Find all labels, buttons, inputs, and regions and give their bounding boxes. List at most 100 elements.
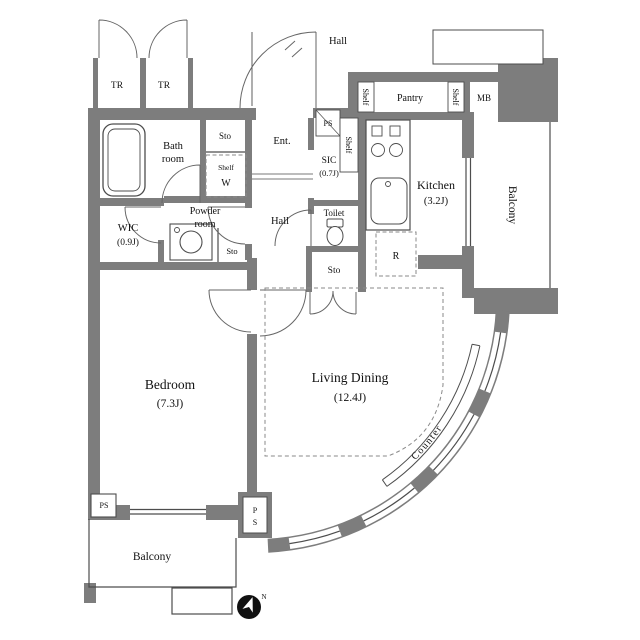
compass: N xyxy=(237,593,267,619)
entrance-door-arc xyxy=(239,31,317,109)
hall-center-label: Hall xyxy=(271,216,289,227)
pantry-label: Pantry xyxy=(397,93,423,104)
powder-door-arc xyxy=(207,206,246,245)
entry-step-line xyxy=(252,173,313,180)
wic-door-arc xyxy=(124,206,162,244)
entry-shelf-label: Shelf xyxy=(344,137,353,154)
living-dining-label: Living Dining xyxy=(312,370,389,385)
bathtub-icon xyxy=(102,123,146,197)
tr-right-door-arc xyxy=(148,19,188,59)
wall-segment xyxy=(348,72,504,82)
fridge-label: R xyxy=(393,251,400,262)
window-line xyxy=(432,414,475,471)
shelf-w-dashed-box xyxy=(205,154,247,198)
ps-top-label: PS xyxy=(324,119,333,128)
ps-top-diagonal xyxy=(315,109,341,137)
sto-top-label: Sto xyxy=(219,131,232,141)
wall-segment xyxy=(88,198,164,206)
wall-segment xyxy=(308,118,314,150)
bedroom-door-arc xyxy=(208,289,252,333)
pantry-shelf-right-strip xyxy=(447,81,465,113)
counter-outline xyxy=(381,343,481,487)
living-dining-size-label: (12.4J) xyxy=(334,392,366,404)
stove-burner-icon xyxy=(389,125,401,137)
thin-lines xyxy=(88,29,551,588)
ps-left-label: PS xyxy=(100,501,109,510)
wall-segment xyxy=(498,58,558,122)
wall-segment xyxy=(247,334,257,520)
sto-double-door-left-arc xyxy=(309,290,334,315)
wall-segment xyxy=(245,112,252,208)
bath-door-arc xyxy=(161,164,201,204)
ps-left-box xyxy=(90,493,117,518)
wall-segment xyxy=(247,258,257,290)
ps-column-p-label: P xyxy=(253,506,258,515)
wall-segment xyxy=(88,262,254,270)
wall-segment xyxy=(308,246,364,252)
pantry-shelf-right-label: Shelf xyxy=(451,89,460,106)
balcony-right-label: Balcony xyxy=(506,186,518,225)
powder-label-2: room xyxy=(194,219,215,230)
wall-segment xyxy=(200,112,206,202)
kitchen-label: Kitchen xyxy=(417,178,455,192)
fridge-dashed-box xyxy=(375,231,417,277)
tr-left-label: TR xyxy=(111,81,124,91)
powder-label-1: Powder xyxy=(190,206,221,217)
wall-segment xyxy=(348,72,358,120)
washer-drum-icon xyxy=(179,230,203,254)
wall-segment xyxy=(88,108,100,520)
bedroom-window xyxy=(130,508,206,515)
toilet-label: Toilet xyxy=(324,208,345,218)
sto-double-door-right-arc xyxy=(332,290,357,315)
wall-segment xyxy=(464,82,470,120)
toilet-bowl-icon xyxy=(326,226,344,246)
balcony-bottom-outline xyxy=(88,519,237,588)
tr-left-door-arc xyxy=(98,19,138,59)
stove-ring-icon xyxy=(389,143,403,157)
wall-segment xyxy=(418,255,474,269)
sic-size-label: (0.7J) xyxy=(319,168,339,178)
wall-segment xyxy=(84,583,96,603)
living-area-dashed-outline xyxy=(264,287,444,457)
washer-drain-icon xyxy=(174,227,180,233)
curved-wall-windows xyxy=(288,331,507,550)
sic-label: SIC xyxy=(322,156,337,166)
entry-shelf-strip xyxy=(339,117,359,173)
bathroom-label-2: room xyxy=(162,154,184,165)
wall-segment xyxy=(88,108,256,120)
bedroom-label: Bedroom xyxy=(145,377,196,392)
wall-segment xyxy=(140,58,146,108)
wall-segment xyxy=(462,112,474,158)
dashed-outlines xyxy=(205,154,444,457)
wall-segment xyxy=(474,288,558,314)
kitchen-counter-icon xyxy=(365,119,411,231)
balcony-bottom-label: Balcony xyxy=(133,551,172,563)
window-line xyxy=(363,487,415,522)
shelf-w-label: Shelf xyxy=(218,163,234,172)
stove-ring-icon xyxy=(371,143,385,157)
toilet-tank-icon xyxy=(326,218,344,228)
door-swings xyxy=(98,19,357,337)
compass-north-label: N xyxy=(261,593,266,601)
ps-column-box xyxy=(242,496,268,534)
window-line xyxy=(484,332,502,392)
sink-icon xyxy=(370,177,408,225)
wall-segment xyxy=(158,240,164,268)
bathtub-inner-icon xyxy=(107,128,141,192)
toilet-door-arc xyxy=(274,209,312,247)
hall-top-label: Hall xyxy=(329,36,347,47)
window-line xyxy=(289,530,341,545)
kitchen-size-label: (3.2J) xyxy=(424,196,449,207)
sto-living-label: Sto xyxy=(328,266,341,276)
wall-segment xyxy=(188,58,193,108)
w-label: W xyxy=(221,178,231,189)
wall-segment xyxy=(462,246,474,298)
bathroom-label-1: Bath xyxy=(163,141,184,152)
wall-segment xyxy=(93,58,98,108)
pantry-shelf-left-label: Shelf xyxy=(361,89,370,106)
kitchen-balcony-window xyxy=(465,158,472,246)
wic-size-label: (0.9J) xyxy=(117,237,139,248)
wall-segment xyxy=(308,200,364,206)
wall-segment xyxy=(164,196,248,203)
